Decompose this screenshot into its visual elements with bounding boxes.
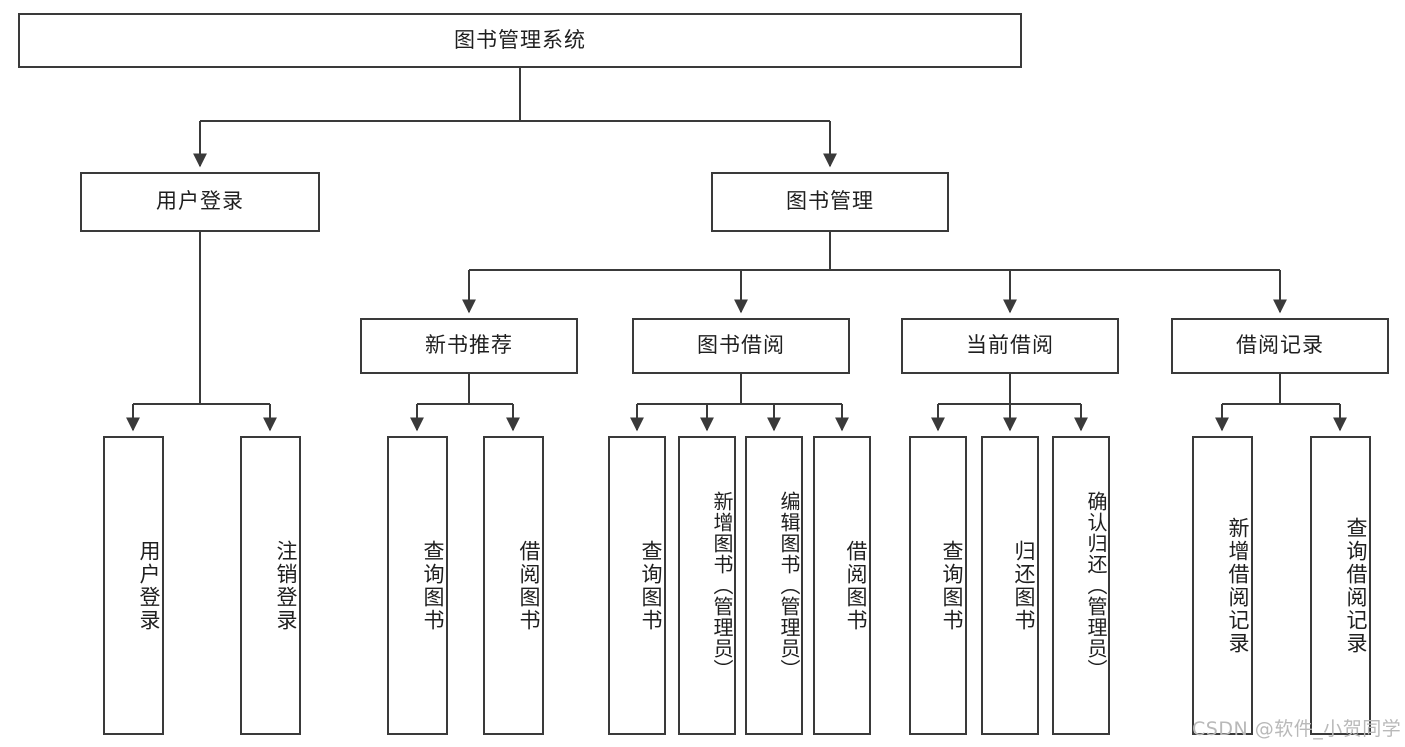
node-borrow-record[interactable]: 借阅记录: [1171, 318, 1389, 374]
leaf-borrow-book[interactable]: 借阅图书: [813, 436, 871, 735]
leaf-add-book-admin[interactable]: 新增图书（管理员）: [678, 436, 736, 735]
node-user-login[interactable]: 用户登录: [80, 172, 320, 232]
leaf-query-book[interactable]: 查询图书: [608, 436, 666, 735]
leaf-query-book-current[interactable]: 查询图书: [909, 436, 967, 735]
leaf-user-login[interactable]: 用户登录: [103, 436, 164, 735]
leaf-return-book[interactable]: 归还图书: [981, 436, 1039, 735]
node-current-borrow[interactable]: 当前借阅: [901, 318, 1119, 374]
node-root[interactable]: 图书管理系统: [18, 13, 1022, 68]
leaf-confirm-return-admin[interactable]: 确认归还（管理员）: [1052, 436, 1110, 735]
leaf-edit-book-admin[interactable]: 编辑图书（管理员）: [745, 436, 803, 735]
leaf-add-borrow-record[interactable]: 新增借阅记录: [1192, 436, 1253, 735]
node-book-manage[interactable]: 图书管理: [711, 172, 949, 232]
leaf-query-book-recommend[interactable]: 查询图书: [387, 436, 448, 735]
leaf-user-logout[interactable]: 注销登录: [240, 436, 301, 735]
node-new-book-recommend[interactable]: 新书推荐: [360, 318, 578, 374]
csdn-watermark: CSDN @软件_小贺同学: [1192, 718, 1402, 740]
leaf-borrow-book-recommend[interactable]: 借阅图书: [483, 436, 544, 735]
node-book-borrow[interactable]: 图书借阅: [632, 318, 850, 374]
leaf-query-borrow-record[interactable]: 查询借阅记录: [1310, 436, 1371, 735]
